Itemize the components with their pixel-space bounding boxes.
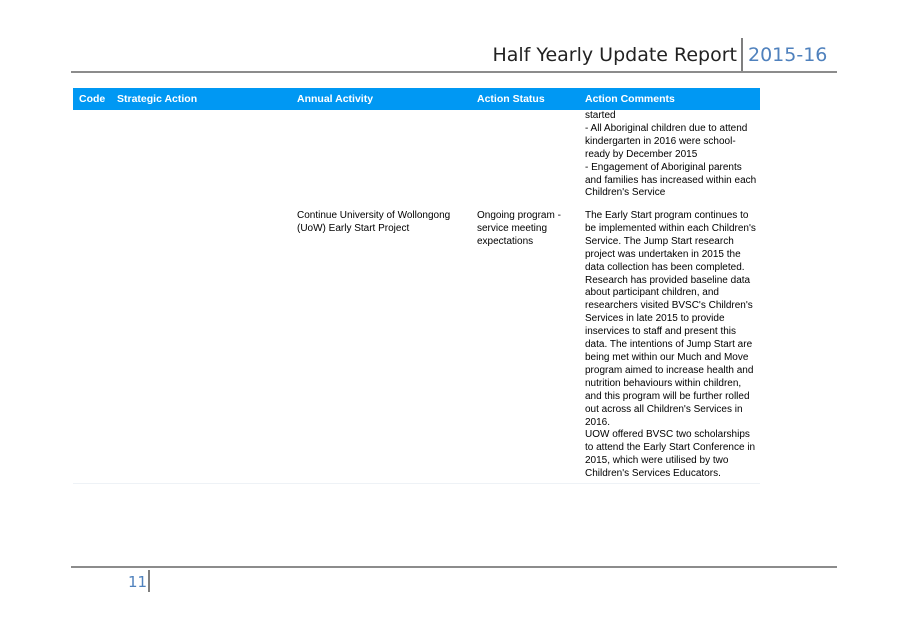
column-header-strategic-action: Strategic Action bbox=[117, 93, 198, 105]
page-number: 11 bbox=[128, 573, 148, 591]
report-title: Half Yearly Update Report bbox=[492, 44, 737, 66]
table-header: Code Strategic Action Annual Activity Ac… bbox=[73, 88, 760, 110]
report-year: 2015-16 bbox=[748, 44, 828, 66]
cell-action-comments: started - All Aboriginal children due to… bbox=[585, 110, 757, 199]
header-rule bbox=[71, 71, 837, 73]
column-header-code: Code bbox=[79, 93, 106, 105]
footer-rule bbox=[71, 566, 837, 568]
header-divider bbox=[741, 38, 743, 72]
column-header-annual-activity: Annual Activity bbox=[297, 93, 374, 105]
column-header-action-status: Action Status bbox=[477, 93, 545, 105]
cell-action-comments: The Early Start program continues to be … bbox=[585, 210, 756, 480]
cell-action-status: Ongoing program - service meeting expect… bbox=[477, 210, 561, 247]
footer-divider bbox=[148, 570, 150, 592]
row-divider bbox=[73, 483, 760, 484]
cell-annual-activity: Continue University of Wollongong (UoW) … bbox=[297, 210, 451, 234]
column-header-action-comments: Action Comments bbox=[585, 93, 675, 105]
